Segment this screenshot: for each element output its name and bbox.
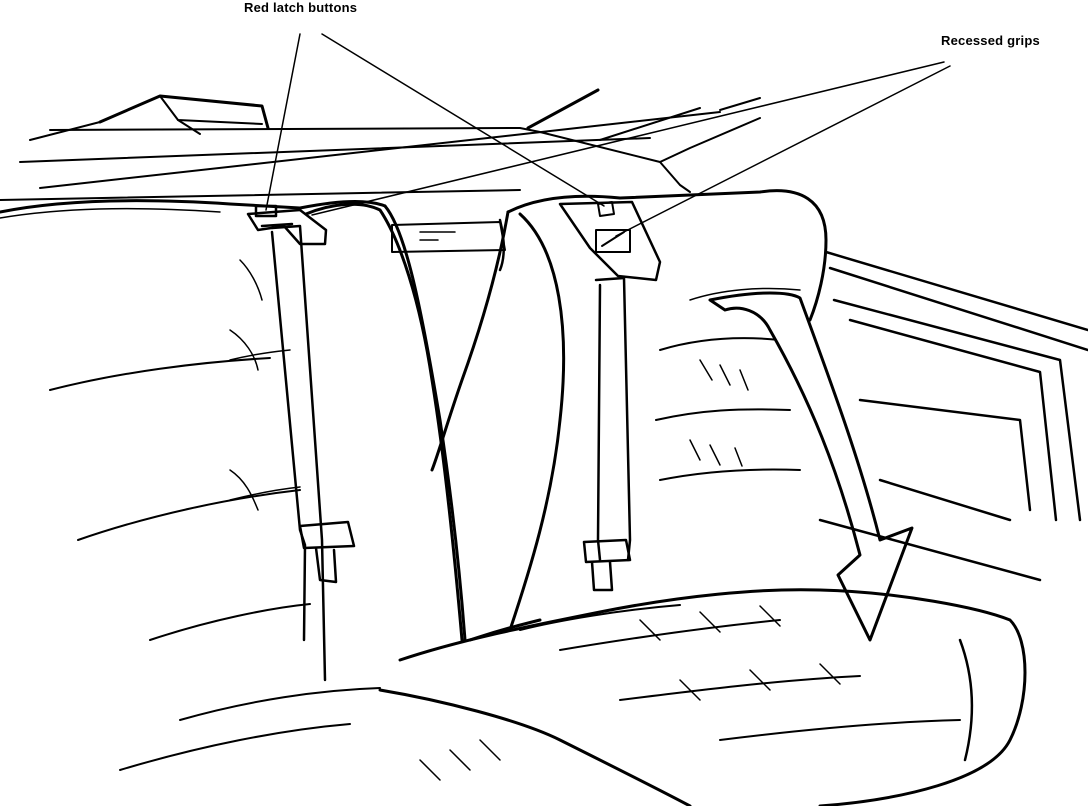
leader-red-latch-right [321, 33, 605, 207]
center-section [304, 202, 506, 642]
left-latch-bracket [246, 204, 328, 246]
left-seat-belt [270, 224, 356, 682]
rear-window-shelf [0, 88, 761, 201]
left-seat-back [0, 199, 467, 642]
right-seat-back [430, 189, 828, 642]
leader-recessed-left [311, 61, 945, 216]
seat-cushion [119, 588, 1027, 808]
right-door-panel [818, 250, 1088, 582]
fold-direction-arrow [708, 291, 914, 642]
leader-recessed-right [615, 65, 951, 237]
red-latch-buttons-label: Red latch buttons [244, 0, 358, 15]
callout-leader-lines [265, 33, 951, 237]
right-seat-belt [582, 276, 632, 592]
recessed-grips-label: Recessed grips [941, 33, 1040, 48]
leader-red-latch-left [265, 33, 301, 211]
